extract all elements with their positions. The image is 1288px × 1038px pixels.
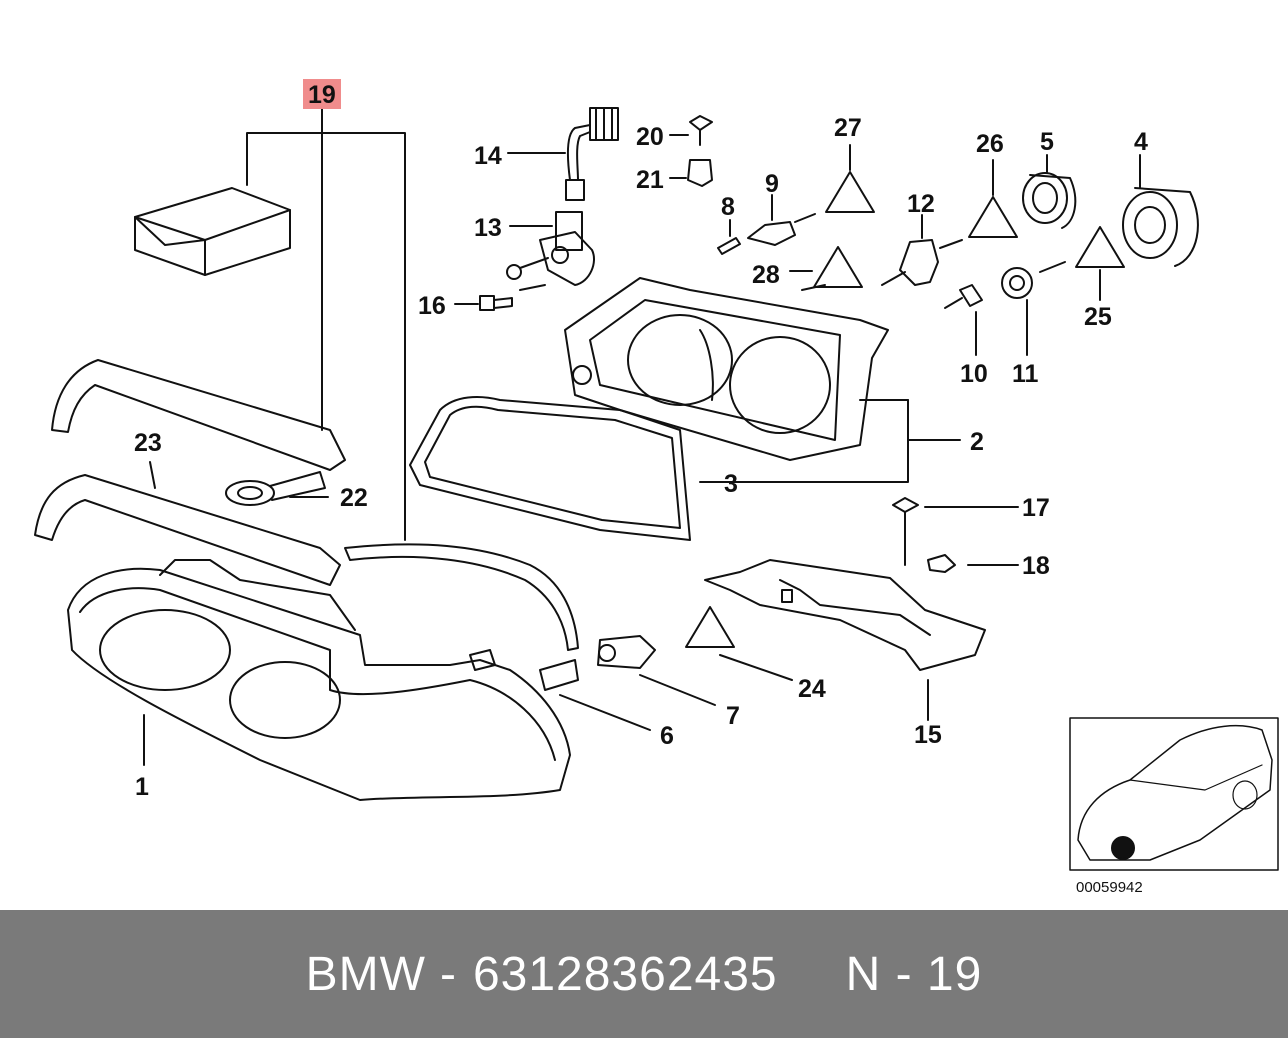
label-20: 20 xyxy=(636,123,664,151)
part-16-screw xyxy=(454,284,546,311)
part-15-support-bracket xyxy=(704,559,986,721)
label-26: 26 xyxy=(976,130,1004,158)
part-24-warning-label xyxy=(685,606,793,681)
part-5-cap xyxy=(1022,154,1077,229)
part-seal-strip xyxy=(344,543,579,651)
part-trim-strip-upper xyxy=(51,359,346,471)
part-27-warning-label xyxy=(825,144,875,213)
part-9-bulb-holder xyxy=(747,194,816,246)
label-10: 10 xyxy=(960,360,988,388)
part-6-bulb xyxy=(539,659,651,731)
part-number: 63128362435 xyxy=(472,947,778,1001)
part-1-headlight-lens xyxy=(67,559,571,801)
label-11: 11 xyxy=(1012,360,1039,388)
part-20-clip xyxy=(669,115,713,146)
label-27: 27 xyxy=(834,114,862,142)
label-3: 3 xyxy=(724,470,738,498)
label-1: 1 xyxy=(135,773,149,801)
label-13: 13 xyxy=(474,214,502,242)
parts-diagram: 19 14 13 16 20 21 8 9 27 28 12 26 5 4 25… xyxy=(34,79,1279,896)
label-22: 22 xyxy=(340,484,368,512)
part-12-bulb-socket xyxy=(881,214,963,286)
label-7: 7 xyxy=(726,702,740,730)
label-24: 24 xyxy=(798,675,826,703)
part-17-screw xyxy=(892,497,1019,566)
label-17: 17 xyxy=(1022,494,1050,522)
part-21-nut xyxy=(669,159,713,187)
part-labels: 19 14 13 16 20 21 8 9 27 28 12 26 5 4 25… xyxy=(134,81,1148,801)
label-4: 4 xyxy=(1134,128,1148,156)
reference-label: N - 19 xyxy=(845,947,983,1001)
label-28: 28 xyxy=(752,261,780,289)
label-12: 12 xyxy=(907,190,935,218)
label-2: 2 xyxy=(970,428,984,456)
label-14: 14 xyxy=(474,142,502,170)
part-25-warning-label xyxy=(1075,226,1125,301)
part-8-bulb xyxy=(717,219,741,255)
part-7-bulb-socket xyxy=(597,635,716,706)
label-5: 5 xyxy=(1040,128,1054,156)
part-4-cap xyxy=(1122,154,1199,267)
part-22-adjuster xyxy=(225,471,329,506)
label-18: 18 xyxy=(1022,552,1050,580)
part-18-clip-nut xyxy=(927,554,1019,573)
label-21: 21 xyxy=(636,166,664,194)
label-6: 6 xyxy=(660,722,674,750)
vehicle-location-inset xyxy=(1069,717,1279,871)
part-10-bulb xyxy=(944,284,983,356)
highlight-box xyxy=(303,79,341,109)
label-25: 25 xyxy=(1084,303,1112,331)
label-19: 19 xyxy=(308,81,336,109)
label-16: 16 xyxy=(418,292,446,320)
part-3-gasket xyxy=(409,396,691,541)
part-23-trim-strip xyxy=(34,461,341,586)
label-9: 9 xyxy=(765,170,779,198)
part-2-headlight-housing xyxy=(564,277,961,483)
label-23: 23 xyxy=(134,429,162,457)
part-14-wiring-connector xyxy=(507,107,619,201)
image-number: 00059942 xyxy=(1076,879,1143,896)
part-number-banner: BMW - 63128362435 N - 19 xyxy=(0,910,1288,1038)
label-15: 15 xyxy=(914,721,942,749)
label-8: 8 xyxy=(721,193,735,221)
part-28-warning-label xyxy=(789,246,863,288)
separator: - xyxy=(439,947,457,1001)
part-11-bulb xyxy=(1001,261,1066,356)
part-26-warning-label xyxy=(968,159,1018,238)
brand-label: BMW xyxy=(305,947,426,1001)
part-13-leveling-motor xyxy=(506,211,595,286)
part-19-kit-package xyxy=(134,107,406,541)
